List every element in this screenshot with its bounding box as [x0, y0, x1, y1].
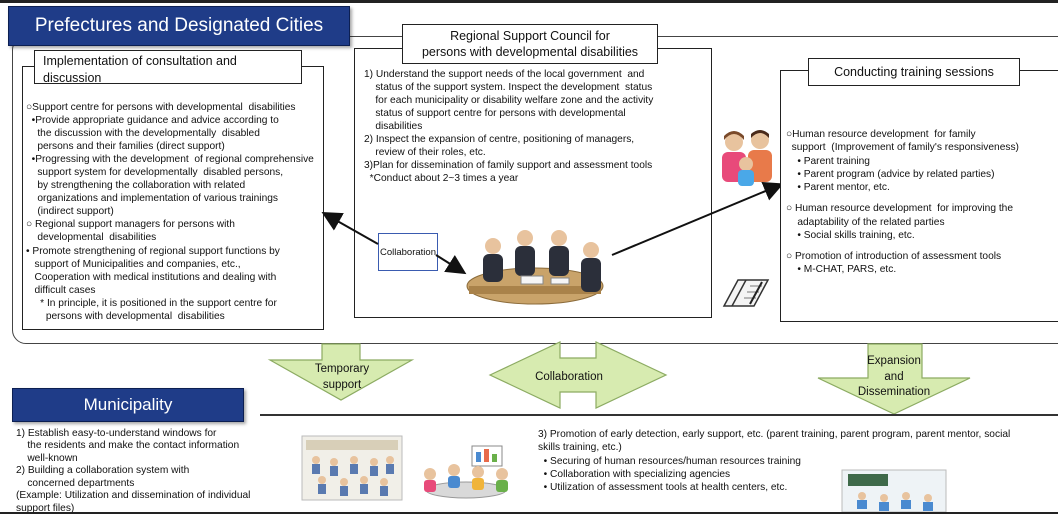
implementation-line: persons with developmental disabilities [26, 310, 225, 322]
training-text: ○Human resource development for family s… [786, 128, 1058, 277]
collaboration-arrow-label: Collaboration [535, 371, 603, 383]
implementation-line: difficult cases [26, 284, 96, 296]
municipality-line: the residents and make the contact infor… [16, 440, 240, 452]
consultation-illustration [424, 445, 508, 499]
expansion-label-line3: Dissemination [857, 386, 931, 399]
implementation-line: support system for developmentally disab… [26, 167, 284, 179]
municipality-right-text: 3) Promotion of early detection, early s… [538, 428, 1058, 494]
municipality-line: (Example: Utilization and dissemination … [16, 490, 251, 502]
municipality-left-text: 1) Establish easy-to-understand windows … [16, 428, 316, 515]
classroom-illustration [841, 469, 947, 513]
implementation-panel [22, 66, 324, 330]
municipality-rule [260, 414, 1058, 416]
municipality-line: 1) Establish easy-to-understand windows … [16, 428, 217, 439]
crowd-illustration [301, 435, 403, 501]
council-line: for each municipality or disability welf… [364, 95, 654, 107]
council-heading-line2: persons with developmental disabilities [421, 45, 639, 59]
implementation-line: the discussion with the developmentally … [26, 128, 260, 140]
implementation-line: developmental disabilities [26, 232, 157, 244]
implementation-line: •Progressing with the development of reg… [26, 154, 314, 166]
temporary-label-line2: support [322, 378, 362, 391]
training-line: adaptability of the related parties [786, 216, 945, 228]
training-panel [780, 70, 1058, 322]
implementation-line: support of Municipalities and companies,… [26, 258, 241, 270]
municipality-title: Municipality [12, 388, 244, 422]
implementation-line: (indirect support) [26, 206, 114, 218]
training-line: • M-CHAT, PARS, etc. [786, 264, 897, 276]
implementation-line: ○Support centre for persons with develop… [26, 102, 296, 113]
training-line: • Parent training [786, 155, 870, 167]
implementation-line: • Promote strengthening of regional supp… [26, 245, 280, 257]
top-rule [0, 0, 1058, 3]
council-line: *Conduct about 2~3 times a year [364, 173, 519, 185]
family-illustration [722, 130, 772, 186]
temporary-label-line1: Temporary [314, 363, 370, 375]
collaboration-label: Collaboration [378, 233, 438, 271]
implementation-text: ○Support centre for persons with develop… [26, 101, 346, 323]
expansion-label: Expansion and Dissemination [846, 354, 942, 401]
council-text: 1) Understand the support needs of the l… [364, 68, 702, 185]
municipality-line: well-known [16, 452, 78, 464]
training-line: ○ Promotion of introduction of assessmen… [786, 251, 1002, 262]
council-heading: Regional Support Council for persons wit… [402, 24, 658, 64]
municipality-line: • Utilization of assessment tools at hea… [538, 482, 788, 493]
temporary-support-label: Temporary support [302, 362, 382, 393]
implementation-line: persons and their families (direct suppo… [26, 141, 225, 153]
council-line: 2) Inspect the expansion of centre, posi… [364, 134, 635, 146]
council-line: review of their roles, etc. [364, 147, 486, 159]
implementation-line: by strengthening the collaboration with … [26, 180, 246, 192]
training-line: ○Human resource development for family [786, 129, 976, 140]
municipality-line: concerned departments [16, 477, 135, 489]
implementation-line: ○ Regional support managers for persons … [26, 219, 235, 231]
council-line: disabilities [364, 121, 423, 133]
council-line: status of the support system. Inspect th… [364, 82, 653, 94]
bottom-rule [0, 512, 1058, 514]
municipality-line: • Securing of human resources/human reso… [538, 455, 801, 467]
municipality-line: skills training, etc.) [538, 442, 622, 454]
meeting-illustration [466, 230, 604, 305]
implementation-line: organizations and implementation of vari… [26, 193, 278, 205]
training-heading: Conducting training sessions [808, 58, 1020, 86]
municipality-line: 2) Building a collaboration system with [16, 465, 190, 477]
municipality-line: 3) Promotion of early detection, early s… [538, 429, 1011, 440]
implementation-heading: Implementation of consultation and discu… [34, 50, 302, 85]
training-line: ○ Human resource development for improvi… [786, 203, 1013, 215]
council-line: status of support centre for persons wit… [364, 108, 626, 120]
council-line: 1) Understand the support needs of the l… [364, 69, 645, 80]
expansion-arrow [817, 343, 971, 415]
council-line: 3)Plan for dissemination of family suppo… [364, 160, 653, 172]
training-line: • Parent program (advice by related part… [786, 168, 995, 180]
implementation-line: Cooperation with medical institutions an… [26, 271, 277, 283]
prefectures-title: Prefectures and Designated Cities [8, 6, 350, 46]
training-line: • Parent mentor, etc. [786, 182, 890, 193]
implementation-line: * In principle, it is positioned in the … [26, 297, 277, 309]
expansion-label-line2: and [884, 370, 904, 383]
temporary-support-arrow [267, 343, 415, 401]
municipality-line: • Collaboration with specializing agenci… [538, 468, 731, 480]
collaboration-arrow [488, 341, 668, 409]
notebook-illustration [722, 279, 770, 307]
municipality-line: support files) [16, 502, 75, 514]
council-heading-line1: Regional Support Council for [450, 28, 610, 43]
training-line: • Social skills training, etc. [786, 229, 915, 241]
implementation-line: •Provide appropriate guidance and advice… [26, 115, 279, 127]
expansion-label-line1: Expansion [867, 355, 921, 367]
training-line: support (Improvement of family's respons… [786, 142, 1019, 154]
